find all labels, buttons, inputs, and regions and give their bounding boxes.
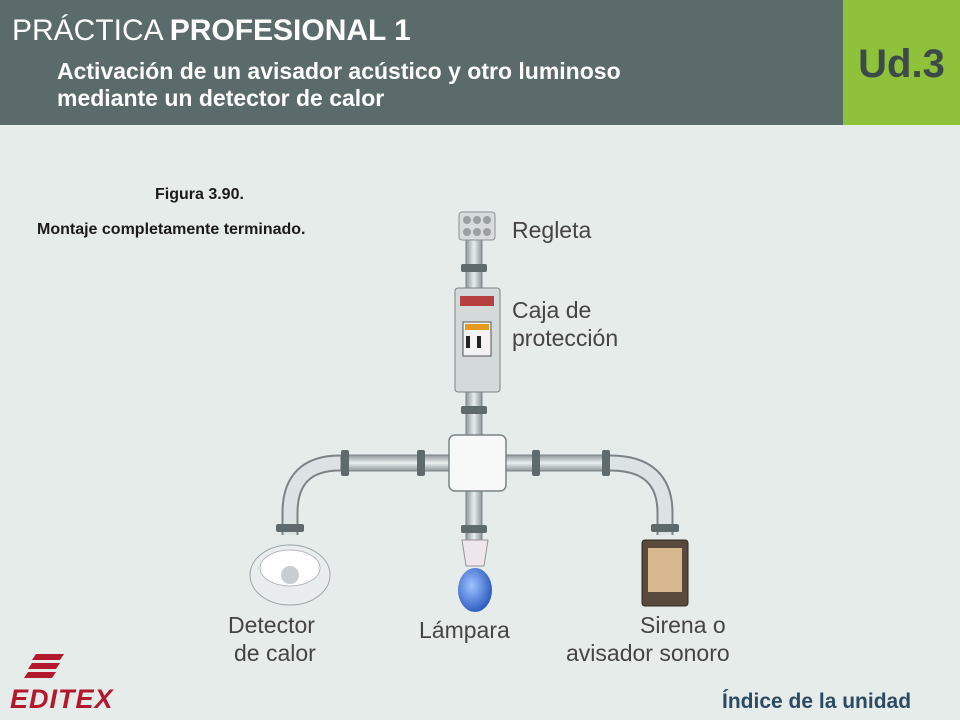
label-caja-line-2: protección [512, 325, 619, 351]
junction-box-icon [448, 434, 507, 492]
unit-badge: Ud.3 [843, 0, 960, 125]
title-bold: PROFESIONAL 1 [169, 14, 411, 47]
subtitle-line-1: Activación de un avisador acústico y otr… [57, 58, 621, 84]
editex-logo-text: EDITEX [10, 684, 114, 714]
label-regleta: Regleta [512, 217, 592, 243]
label-detector-line-2: de calor [234, 640, 316, 666]
label-sirena-line-1: Sirena o [640, 612, 726, 638]
page-subtitle: Activación de un avisador acústico y otr… [57, 58, 797, 112]
label-caja-line-1: Caja de [512, 297, 592, 323]
unit-index-link[interactable]: Índice de la unidad [722, 690, 912, 713]
label-detector-line-1: Detector [228, 612, 315, 638]
lamp-icon [458, 539, 492, 612]
editex-logo-icon [24, 654, 64, 678]
label-sirena: Sirena o avisador sonoro [566, 611, 730, 667]
clamps [276, 264, 679, 533]
figure-number: Figura 3.90. [155, 186, 244, 203]
protection-box-icon [454, 287, 501, 393]
label-caja-proteccion: Caja de protección [512, 296, 618, 352]
label-lampara: Lámpara [419, 617, 510, 643]
wiring-diagram [249, 211, 689, 612]
regleta-icon [458, 211, 496, 241]
siren-icon [641, 539, 689, 607]
subtitle-line-2: mediante un detector de calor [57, 85, 385, 111]
title-light: PRÁCTICA [12, 14, 164, 47]
label-sirena-line-2: avisador sonoro [566, 640, 730, 666]
unit-label: Ud.3 [858, 42, 945, 86]
figure-caption: Montaje completamente terminado. [37, 221, 306, 238]
heat-detector-icon [249, 544, 331, 606]
label-detector: Detector de calor [228, 611, 316, 667]
